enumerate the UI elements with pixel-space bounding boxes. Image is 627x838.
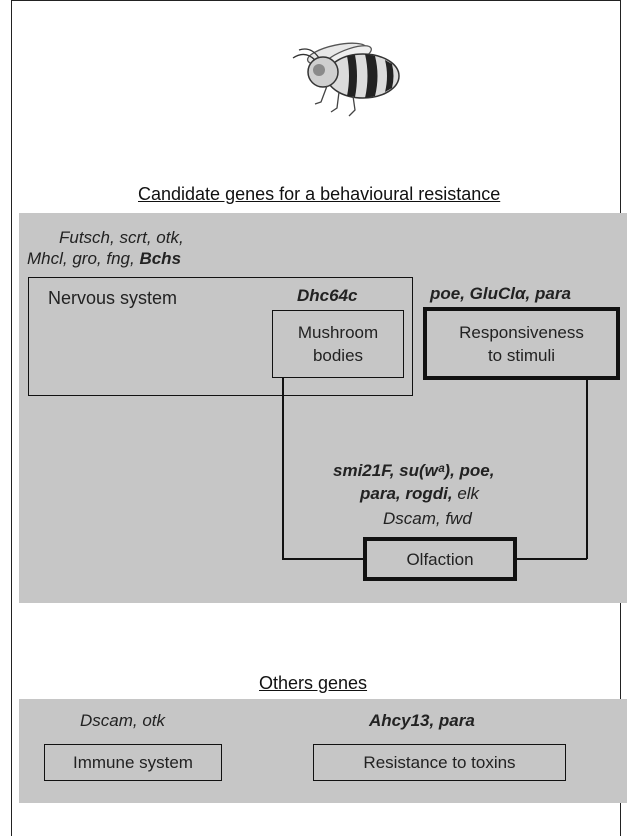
immune-system-box: Immune system [44, 744, 222, 781]
connector-mushroom-vertical [282, 378, 284, 559]
responsiveness-label-1: Responsiveness [459, 322, 584, 342]
toxin-genes: Ahcy13, para [369, 711, 475, 730]
nervous-system-genes-plain: Mhcl, gro, fng, [27, 249, 135, 268]
nervous-system-box [28, 277, 413, 396]
nervous-system-genes-line2: Mhcl, gro, fng, Bchs [27, 248, 181, 269]
immune-genes: Dscam, otk [80, 711, 166, 730]
connector-responsiveness-vertical [586, 380, 588, 559]
olfaction-genes-plain: elk [457, 484, 480, 503]
olfaction-label: Olfaction [406, 549, 474, 569]
behavioural-section-title: Candidate genes for a behavioural resist… [138, 184, 501, 204]
others-panel [19, 699, 627, 803]
immune-system-label: Immune system [73, 753, 193, 772]
others-section-title: Others genes [259, 673, 368, 693]
mushroom-bodies-box: Mushroom bodies [272, 310, 404, 378]
mushroom-bodies-label-1: Mushroom [297, 323, 379, 342]
connector-mushroom-horizontal [282, 558, 364, 560]
mushroom-bodies-gene: Dhc64c [297, 286, 358, 305]
nervous-system-genes-bold: Bchs [139, 249, 182, 268]
mushroom-bodies-label-2: bodies [312, 346, 364, 365]
olfaction-genes-bold: para, rogdi, [360, 484, 453, 503]
olfaction-box: Olfaction [363, 537, 517, 581]
resistance-toxins-box: Resistance to toxins [313, 744, 566, 781]
responsiveness-box: Responsiveness to stimuli [423, 307, 620, 380]
responsiveness-genes: poe, GluClα, para [430, 284, 571, 303]
nervous-system-genes-line1: Futsch, scrt, otk, [59, 228, 184, 247]
connector-responsiveness-horizontal [516, 558, 587, 560]
bee-icon [292, 42, 400, 117]
olfaction-genes-line3: Dscam, fwd [383, 509, 472, 528]
olfaction-genes-line2: para, rogdi, elk [360, 483, 479, 504]
olfaction-genes-line1: smi21F, su(wᵃ), poe, [333, 461, 495, 480]
resistance-toxins-label: Resistance to toxins [363, 753, 516, 772]
behavioural-panel [19, 213, 627, 603]
responsiveness-label-2: to stimuli [487, 345, 556, 365]
nervous-system-label: Nervous system [48, 288, 178, 308]
